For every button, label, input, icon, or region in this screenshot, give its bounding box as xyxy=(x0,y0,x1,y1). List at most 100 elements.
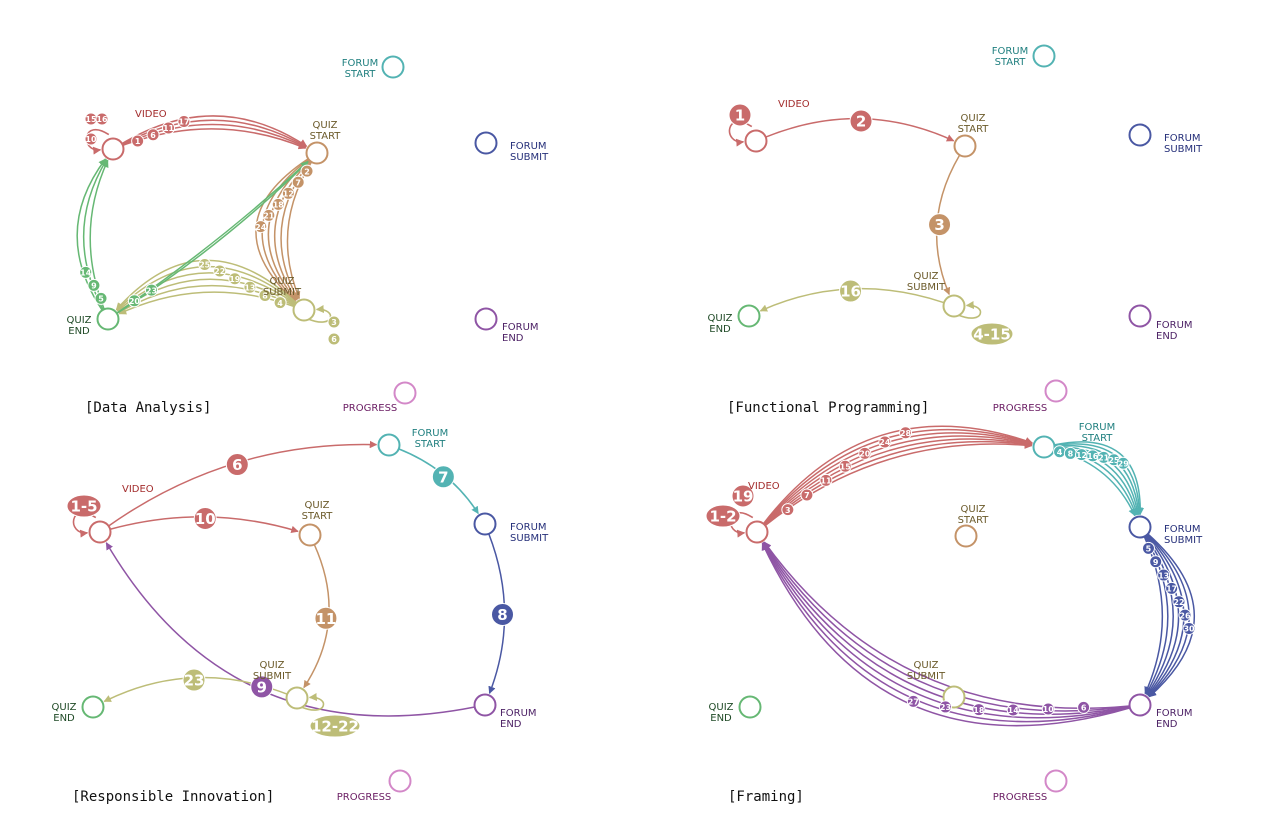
node-progress xyxy=(1044,769,1068,793)
step-number: 25 xyxy=(1108,456,1120,465)
step-number: 23 xyxy=(184,672,205,690)
step-number: 19 xyxy=(229,275,241,284)
step-badge: 1 xyxy=(131,134,145,148)
node-quiz-end xyxy=(737,304,761,328)
node-label-video: VIDEO xyxy=(748,481,780,492)
step-badge: 23 xyxy=(938,700,952,714)
node-forum-submit xyxy=(1128,123,1152,147)
step-number: 4 xyxy=(277,299,283,308)
transition-edge xyxy=(118,291,295,315)
step-badge: 6 xyxy=(1077,700,1091,714)
step-number: 19 xyxy=(733,488,754,506)
transition-edges xyxy=(72,115,1195,727)
step-number: 16 xyxy=(840,283,861,301)
node-forum-submit xyxy=(1128,515,1152,539)
step-badge: 25 xyxy=(198,258,212,272)
step-number: 17 xyxy=(1166,585,1177,594)
step-number: 20 xyxy=(859,450,871,459)
step-number: 6 xyxy=(331,335,337,344)
step-badge: 21 xyxy=(262,208,276,222)
transition-edge xyxy=(122,128,307,150)
node-quiz-start xyxy=(954,524,978,548)
state-nodes xyxy=(81,44,1152,793)
node-quiz-submit xyxy=(942,294,966,318)
transition-edge xyxy=(764,438,1033,526)
transition-edge xyxy=(286,161,313,300)
step-number: 23 xyxy=(940,703,951,712)
step-badge: 17 xyxy=(177,114,191,128)
transition-edge xyxy=(1145,535,1174,696)
step-badge: 12 xyxy=(281,186,295,200)
step-badge: 23 xyxy=(182,668,206,692)
step-number: 11 xyxy=(820,477,832,486)
step-number: 14 xyxy=(1008,706,1020,715)
node-forum-end xyxy=(1128,304,1152,328)
step-number: 3 xyxy=(785,506,791,515)
step-number: 21 xyxy=(1098,454,1110,463)
transition-edge xyxy=(1054,441,1145,516)
transition-edge xyxy=(76,158,107,311)
step-number: 11 xyxy=(163,124,175,133)
node-forum-start xyxy=(377,433,401,457)
transition-edge xyxy=(121,115,308,147)
step-number: 24 xyxy=(255,223,267,232)
step-number: 7 xyxy=(438,468,448,486)
step-badge: 3 xyxy=(327,315,341,329)
step-badge: 17 xyxy=(1165,581,1179,595)
step-number: 13 xyxy=(244,283,255,292)
step-badge: 1-5 xyxy=(66,494,102,518)
step-badge: 1-2 xyxy=(705,504,741,528)
step-number: 1-2 xyxy=(709,508,736,526)
node-forum-end xyxy=(473,693,497,717)
step-number: 15 xyxy=(840,462,852,471)
step-badge: 20 xyxy=(127,294,141,308)
panel-title: [Functional Programming] xyxy=(727,400,929,416)
step-badge: 27 xyxy=(906,694,920,708)
step-badge: 12-22 xyxy=(309,714,361,738)
transition-edge xyxy=(1143,536,1164,695)
transition-edge xyxy=(764,441,1033,527)
step-badge: 28 xyxy=(899,426,913,440)
step-number: 10 xyxy=(1043,705,1055,714)
transition-edge xyxy=(763,541,1130,712)
step-number: 26 xyxy=(1179,611,1191,620)
node-label-progress: PROGRESS xyxy=(337,792,392,803)
step-number: 4 xyxy=(1057,448,1063,457)
node-quiz-end xyxy=(81,695,105,719)
step-badge: 8 xyxy=(1063,446,1077,460)
step-badge: 6 xyxy=(225,453,249,477)
node-label-progress: PROGRESS xyxy=(343,403,398,414)
node-forum-end xyxy=(474,307,498,331)
node-video xyxy=(744,129,768,153)
step-number: 9 xyxy=(1153,558,1159,567)
node-quiz-start xyxy=(305,141,329,165)
panel-title: [Data Analysis] xyxy=(85,400,211,416)
step-number: 13 xyxy=(1158,571,1169,580)
step-number: 17 xyxy=(178,118,189,127)
step-badge: 9 xyxy=(87,278,101,292)
step-badge: 11 xyxy=(819,473,833,487)
node-label-progress: PROGRESS xyxy=(993,403,1048,414)
step-badge: 20 xyxy=(858,446,872,460)
step-badge: 8 xyxy=(491,603,514,626)
transition-edge xyxy=(82,159,108,311)
transition-edge xyxy=(116,272,296,312)
step-number: 16 xyxy=(1087,452,1099,461)
node-progress xyxy=(388,769,412,793)
step-number: 25 xyxy=(199,261,211,270)
panel-title: [Framing] xyxy=(728,789,804,805)
step-number: 24 xyxy=(879,438,891,447)
step-number: 1 xyxy=(135,137,141,146)
